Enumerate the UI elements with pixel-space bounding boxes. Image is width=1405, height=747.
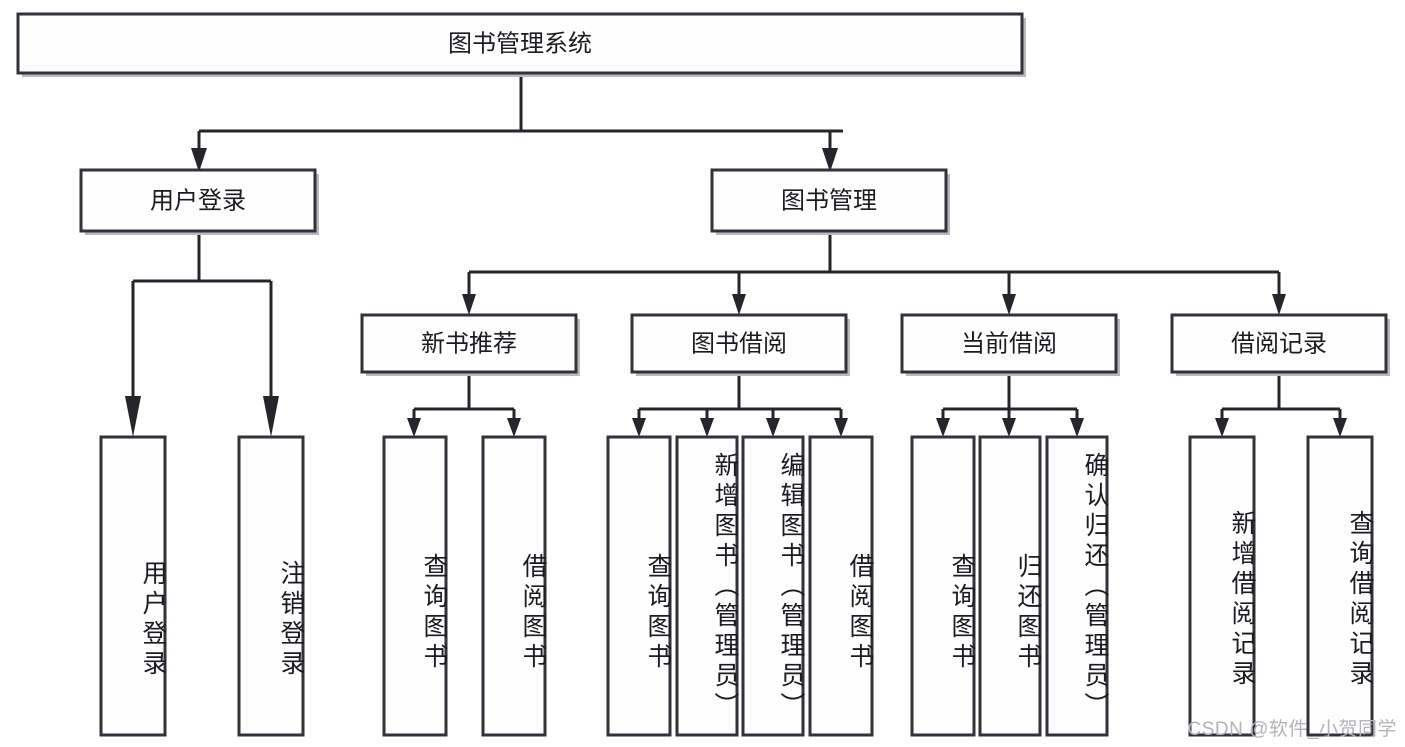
node-new-book-recommend-box[interactable]: [360, 313, 578, 374]
node-root-box[interactable]: [16, 12, 1024, 75]
leaf-bb-borrow-book-box[interactable]: [808, 435, 874, 737]
arrowhead-br-leaf-2: [1333, 418, 1347, 437]
arrowhead-nbr-leaf-2: [507, 418, 521, 437]
arrowhead-to-user-login: [191, 148, 207, 172]
leaf-user-login-box[interactable]: [99, 435, 167, 737]
node-borrow-record-label: 借阅记录: [1231, 330, 1327, 357]
leaf-cb-return-book-box[interactable]: [978, 435, 1042, 737]
leaf-bb-add-book-box[interactable]: [675, 435, 739, 737]
arrowhead-to-book-borrow: [732, 294, 746, 315]
arrowhead-to-book-management: [822, 148, 838, 172]
arrowhead-to-current-borrow: [1002, 294, 1016, 315]
node-borrow-record-box[interactable]: [1170, 313, 1388, 374]
leaf-bb-edit-book-box[interactable]: [741, 435, 805, 737]
arrowhead-bb-leaf-3: [766, 418, 780, 437]
arrowhead-bb-leaf-1: [632, 418, 646, 437]
leaf-logout-box[interactable]: [237, 435, 305, 737]
leaf-nbr-borrow-book-box[interactable]: [481, 435, 547, 737]
node-user-login-box[interactable]: [79, 168, 317, 233]
node-layer: 图书管理系统 用户登录 图书管理 新书推荐 图书借阅 当前借阅 借阅记录: [16, 12, 1390, 737]
arrowhead-bb-leaf-4: [834, 418, 848, 437]
node-current-borrow-label: 当前借阅: [961, 330, 1057, 357]
leaf-br-add-record-box[interactable]: [1188, 435, 1256, 737]
node-new-book-recommend-label: 新书推荐: [421, 330, 517, 357]
node-book-management-box[interactable]: [710, 168, 948, 233]
leaf-br-query-record-box[interactable]: [1306, 435, 1374, 737]
arrowhead-bb-leaf-2: [700, 418, 714, 437]
edge-layer: [125, 75, 1347, 437]
csdn-watermark: CSDN @软件_小贺同学: [1187, 719, 1397, 740]
arrowhead-nbr-leaf-1: [407, 418, 421, 437]
arrowhead-br-leaf-1: [1215, 418, 1229, 437]
arrowhead-leaf-user-login: [125, 396, 141, 437]
arrowhead-to-new-book-recommend: [462, 294, 476, 315]
leaf-cb-query-book-box[interactable]: [910, 435, 976, 737]
arrowhead-cb-leaf-1: [936, 418, 950, 437]
node-book-borrow-label: 图书借阅: [691, 330, 787, 357]
leaf-bb-query-book-box[interactable]: [606, 435, 672, 737]
arrowhead-leaf-logout: [263, 396, 279, 437]
leaf-nbr-query-book-box[interactable]: [382, 435, 448, 737]
arrowhead-cb-leaf-2: [1002, 418, 1016, 437]
node-root-label: 图书管理系统: [448, 30, 592, 57]
leaf-cb-confirm-return-box[interactable]: [1045, 435, 1109, 737]
arrowhead-cb-leaf-3: [1070, 418, 1084, 437]
node-book-management-label: 图书管理: [781, 187, 877, 214]
arrowhead-to-borrow-record: [1272, 294, 1286, 315]
node-book-borrow-box[interactable]: [630, 313, 848, 374]
node-user-login-label: 用户登录: [150, 187, 246, 214]
node-current-borrow-box[interactable]: [900, 313, 1118, 374]
